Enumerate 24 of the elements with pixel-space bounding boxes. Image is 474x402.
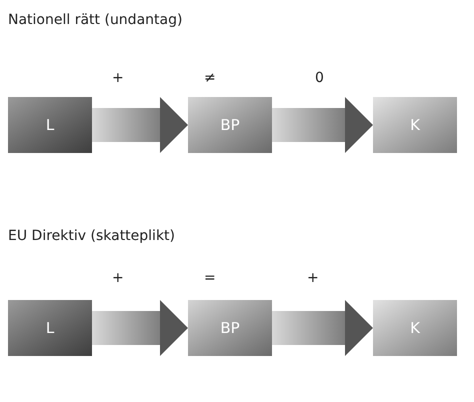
gradient-box — [373, 97, 457, 153]
relation-sign: + — [112, 69, 124, 88]
block-arrow — [92, 300, 188, 356]
gradient-box — [188, 97, 272, 153]
block-arrow — [92, 97, 188, 153]
relation-sign: ≠ — [204, 69, 216, 88]
relation-sign: = — [204, 269, 216, 288]
gradient-box — [8, 97, 92, 153]
relation-sign: + — [112, 269, 124, 288]
box-label: BP — [220, 114, 240, 136]
section-heading: EU Direktiv (skatteplikt) — [8, 227, 176, 246]
block-arrow — [272, 300, 373, 356]
box-label: K — [410, 114, 420, 136]
box-label: BP — [220, 318, 240, 339]
gradient-box — [8, 300, 92, 356]
relation-sign: 0 — [315, 69, 324, 88]
box-label: K — [410, 318, 420, 339]
relation-sign: + — [307, 269, 319, 288]
block-arrow — [272, 97, 373, 153]
box-label: L — [46, 318, 54, 339]
gradient-box — [188, 300, 272, 356]
gradient-box — [373, 300, 457, 356]
section-heading: Nationell rätt (undantag) — [8, 11, 182, 30]
box-label: L — [46, 114, 54, 136]
